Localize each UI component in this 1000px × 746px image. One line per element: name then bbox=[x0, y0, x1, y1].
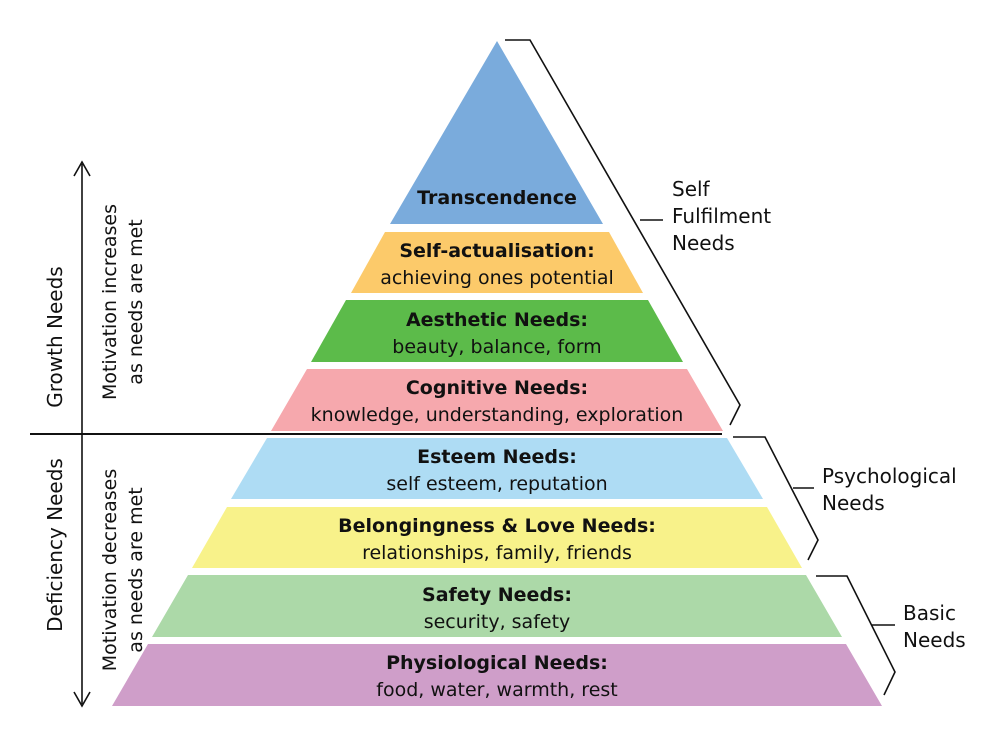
growth-motivation-line1: Motivation increases bbox=[99, 204, 121, 400]
bracket-line bbox=[816, 575, 896, 696]
tier-subtitle: achieving ones potential bbox=[380, 267, 614, 289]
tier-shape bbox=[390, 41, 603, 224]
bracket-psychological: Psychological Needs bbox=[733, 436, 957, 561]
tier-title: Safety Needs: bbox=[422, 584, 572, 606]
bracket-label-line: Basic bbox=[903, 601, 956, 625]
tier-aesthetic: Aesthetic Needs: beauty, balance, form bbox=[311, 300, 683, 362]
bracket-line bbox=[505, 39, 741, 426]
bracket-label-line: Self bbox=[672, 177, 711, 201]
tier-subtitle: food, water, warmth, rest bbox=[376, 679, 617, 701]
tier-shape bbox=[271, 369, 723, 431]
tier-title: Belongingness & Love Needs: bbox=[338, 515, 656, 537]
growth-motivation-line2: as needs are met bbox=[125, 219, 147, 384]
tier-title: Transcendence bbox=[417, 187, 577, 209]
tier-shape bbox=[112, 644, 882, 706]
arrow-down-icon bbox=[73, 691, 91, 708]
growth-needs-label: Growth Needs bbox=[43, 266, 67, 407]
tier-shape bbox=[231, 438, 763, 499]
tier-cognitive: Cognitive Needs: knowledge, understandin… bbox=[271, 369, 723, 431]
tier-shape bbox=[192, 507, 802, 568]
deficiency-needs-label: Deficiency Needs bbox=[43, 458, 67, 632]
tier-esteem: Esteem Needs: self esteem, reputation bbox=[231, 438, 763, 499]
bracket-self-fulfilment: Self Fulfilment Needs bbox=[505, 39, 771, 426]
tier-title: Esteem Needs: bbox=[417, 446, 577, 468]
tier-shape bbox=[351, 232, 643, 293]
tier-subtitle: security, safety bbox=[424, 611, 571, 633]
bracket-label-line: Fulfilment bbox=[672, 204, 771, 228]
bracket-line bbox=[733, 436, 819, 561]
deficiency-needs-labels: Deficiency Needs Motivation decreases as… bbox=[43, 458, 147, 671]
tier-shape bbox=[311, 300, 683, 362]
tier-title: Self-actualisation: bbox=[399, 240, 594, 262]
tier-title: Cognitive Needs: bbox=[406, 377, 588, 399]
motivation-axis bbox=[73, 160, 91, 708]
bracket-label-line: Needs bbox=[672, 231, 735, 255]
tier-belongingness: Belongingness & Love Needs: relationship… bbox=[192, 507, 802, 568]
growth-needs-labels: Growth Needs Motivation increases as nee… bbox=[43, 204, 147, 408]
tier-subtitle: knowledge, understanding, exploration bbox=[311, 404, 684, 426]
bracket-label-line: Needs bbox=[822, 491, 885, 515]
tier-shape bbox=[152, 575, 842, 637]
tier-safety: Safety Needs: security, safety bbox=[152, 575, 842, 637]
tier-subtitle: self esteem, reputation bbox=[386, 473, 607, 495]
tier-self-actualisation: Self-actualisation: achieving ones poten… bbox=[351, 232, 643, 293]
arrow-up-icon bbox=[73, 160, 91, 177]
bracket-label-line: Needs bbox=[903, 628, 966, 652]
deficiency-motivation-line1: Motivation decreases bbox=[99, 469, 121, 671]
deficiency-motivation-line2: as needs are met bbox=[125, 487, 147, 652]
bracket-basic: Basic Needs bbox=[816, 575, 966, 696]
bracket-label-line: Psychological bbox=[822, 464, 957, 488]
tier-physiological: Physiological Needs: food, water, warmth… bbox=[112, 644, 882, 706]
tier-transcendence: Transcendence bbox=[390, 41, 603, 224]
tier-title: Aesthetic Needs: bbox=[406, 309, 588, 331]
pyramid: Transcendence Self-actualisation: achiev… bbox=[112, 41, 882, 706]
tier-subtitle: beauty, balance, form bbox=[392, 336, 601, 358]
tier-subtitle: relationships, family, friends bbox=[362, 542, 632, 564]
tier-title: Physiological Needs: bbox=[386, 652, 608, 674]
